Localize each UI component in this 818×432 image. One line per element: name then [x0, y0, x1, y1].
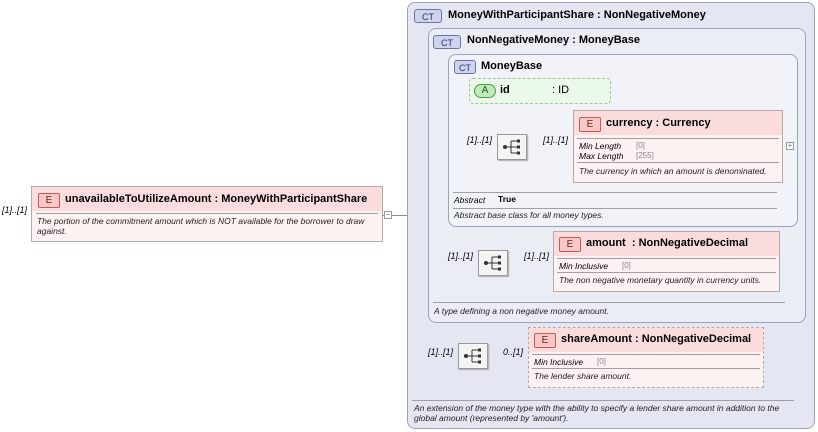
- attribute-id-box[interactable]: A id : ID: [469, 78, 611, 104]
- facet-label: Min Length: [579, 141, 622, 151]
- currency-element-name: currency : Currency: [606, 117, 711, 129]
- root-documentation: The portion of the commitment amount whi…: [37, 216, 365, 236]
- root-multiplicity: [1]..[1]: [2, 205, 28, 215]
- root-element-box[interactable]: E unavailableToUtilizeAmount : MoneyWith…: [31, 186, 383, 242]
- ct-inner-documentation: Abstract base class for all money types.: [454, 210, 604, 220]
- share-amount-element-name: shareAmount : NonNegativeDecimal: [561, 333, 752, 345]
- sequence-icon[interactable]: [458, 343, 488, 369]
- root-element-name: unavailableToUtilizeAmount : MoneyWithPa…: [65, 193, 368, 205]
- collapse-icon[interactable]: −: [384, 210, 392, 219]
- facet-value: [0]: [597, 357, 606, 366]
- amount-seq-multiplicity: [1]..[1]: [448, 251, 474, 261]
- attribute-badge: A: [474, 84, 496, 98]
- amount-element-name: amount : NonNegativeDecimal: [586, 237, 749, 249]
- facet-value: [0]: [622, 261, 631, 270]
- complex-type-badge: CT: [454, 60, 476, 74]
- amount-element-box[interactable]: E amount : NonNegativeDecimal Min Inclus…: [553, 231, 780, 292]
- facet-value: [255]: [636, 151, 654, 160]
- complex-type-badge: CT: [433, 35, 461, 49]
- ct-mid-documentation: A type defining a non negative money amo…: [434, 306, 609, 316]
- attribute-id-type: : ID: [552, 84, 570, 96]
- sequence-icon[interactable]: [478, 250, 508, 276]
- attribute-id-name: id: [500, 84, 510, 96]
- ct-inner-title: MoneyBase: [481, 60, 543, 72]
- share-amount-element-box[interactable]: E shareAmount : NonNegativeDecimal Min I…: [528, 327, 764, 388]
- expand-icon[interactable]: +: [786, 141, 794, 150]
- ct-outer-title: MoneyWithParticipantShare : NonNegativeM…: [448, 9, 706, 21]
- element-badge: E: [559, 237, 581, 252]
- share-amount-documentation: The lender share amount.: [534, 371, 632, 381]
- connector-root: [383, 215, 405, 216]
- element-badge: E: [38, 193, 60, 208]
- amount-multiplicity: [1]..[1]: [524, 251, 550, 261]
- abstract-label: Abstract: [454, 195, 486, 205]
- complex-type-badge: CT: [414, 9, 442, 23]
- element-badge: E: [579, 117, 601, 132]
- facet-label: Min Inclusive: [534, 357, 584, 367]
- element-badge: E: [534, 333, 556, 348]
- currency-documentation: The currency in which an amount is denom…: [579, 166, 767, 176]
- amount-documentation: The non negative monetary quantity in cu…: [559, 275, 762, 285]
- ct-mid-title: NonNegativeMoney : MoneyBase: [467, 34, 640, 46]
- share-multiplicity: 0..[1]: [503, 347, 524, 357]
- ct-outer-documentation: An extension of the money type with the …: [414, 403, 780, 423]
- currency-element-box[interactable]: E currency : Currency Min Length [0] Max…: [573, 110, 783, 183]
- share-seq-multiplicity: [1]..[1]: [428, 347, 454, 357]
- abstract-value: True: [498, 194, 516, 204]
- sequence-icon[interactable]: [497, 134, 527, 160]
- currency-seq-multiplicity: [1]..[1]: [467, 135, 493, 145]
- currency-multiplicity: [1]..[1]: [543, 135, 569, 145]
- facet-value: [0]: [636, 141, 645, 150]
- facet-label: Min Inclusive: [559, 261, 609, 271]
- facet-label: Max Length: [579, 151, 624, 161]
